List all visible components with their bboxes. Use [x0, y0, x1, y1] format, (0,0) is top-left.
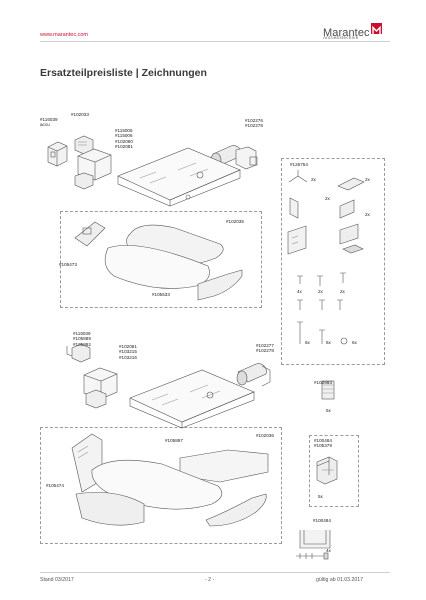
spacer-drawing [321, 380, 335, 400]
part-label: #102277 #102278 [256, 343, 274, 354]
part-label: #115005 #115006 #102080 #102081 [115, 128, 133, 149]
quantity-label: 4x [297, 289, 302, 294]
kit-105379-frame [309, 435, 359, 507]
quantity-label: 6x [305, 340, 310, 345]
marantec-logo: Marantec Antriebstechnik [323, 23, 382, 41]
logo-m-icon [371, 23, 382, 34]
logo-tagline: Antriebstechnik [323, 35, 359, 40]
quantity-label: 5x [326, 408, 331, 413]
part-label: #116039 accu [40, 117, 58, 128]
part-label: #102033 [71, 112, 89, 117]
quantity-label: 2x [340, 289, 345, 294]
part-label: #105473 [59, 262, 77, 267]
quantity-label: 5x [318, 494, 323, 499]
fastener-kit-frame [281, 158, 385, 365]
accu-module-drawing [47, 141, 68, 167]
part-label: #102035 [226, 219, 244, 224]
header-divider [40, 41, 390, 42]
part-label: #105897 [165, 438, 183, 443]
part-label: #102081 #103215 #103216 [119, 344, 137, 360]
bracket-kit-drawing [296, 530, 331, 560]
quantity-label: 2x [318, 289, 323, 294]
bracket-parts-drawing [287, 170, 365, 255]
footer-date: Stand 03/2017 [40, 577, 74, 583]
part-label: #102276 #102278 [245, 118, 263, 129]
part-label: #116039 #105889 #105892 [73, 331, 91, 347]
cover-drawings [74, 221, 243, 301]
part-label: #126754 [290, 162, 308, 167]
page-title: Ersatzteilpreisliste | Zeichnungen [40, 67, 207, 79]
quantity-label: 2x [311, 177, 316, 182]
part-label: #105474 [46, 483, 64, 488]
chassis-plate-drawing [117, 147, 241, 207]
logo-name: Marantec [323, 27, 370, 39]
part-label: #100484 [313, 518, 331, 523]
lower-motor-drawing [236, 363, 271, 387]
cover-group-frame [60, 211, 262, 308]
clip-kit-drawing [316, 456, 338, 485]
lower-housing-drawing [83, 367, 118, 409]
quantity-label: 2x [365, 177, 370, 182]
part-label: #102036 [256, 433, 274, 438]
part-label: #105533 [152, 292, 170, 297]
quantity-label: 2x [325, 196, 330, 201]
lower-cover-group-frame [40, 427, 282, 544]
quantity-label: 4x [326, 548, 331, 553]
part-label: #100484 #105379 [314, 438, 332, 449]
screws-drawing [297, 272, 348, 345]
part-label: #102993 [314, 380, 332, 385]
footer-validity: gültig ab 01.03.2017 [316, 577, 364, 583]
lower-cover-drawings [71, 433, 269, 527]
lower-chassis-drawing [129, 369, 255, 429]
quantity-label: 6x [326, 340, 331, 345]
page-number: - 2 - [205, 577, 215, 583]
footer-divider [40, 572, 390, 573]
website-link[interactable]: www.marantec.com [40, 32, 88, 38]
housing-box-drawing [74, 148, 112, 190]
lower-pcb-drawing [66, 343, 91, 363]
quantity-label: 2x [365, 212, 370, 217]
quantity-label: 6x [352, 340, 357, 345]
